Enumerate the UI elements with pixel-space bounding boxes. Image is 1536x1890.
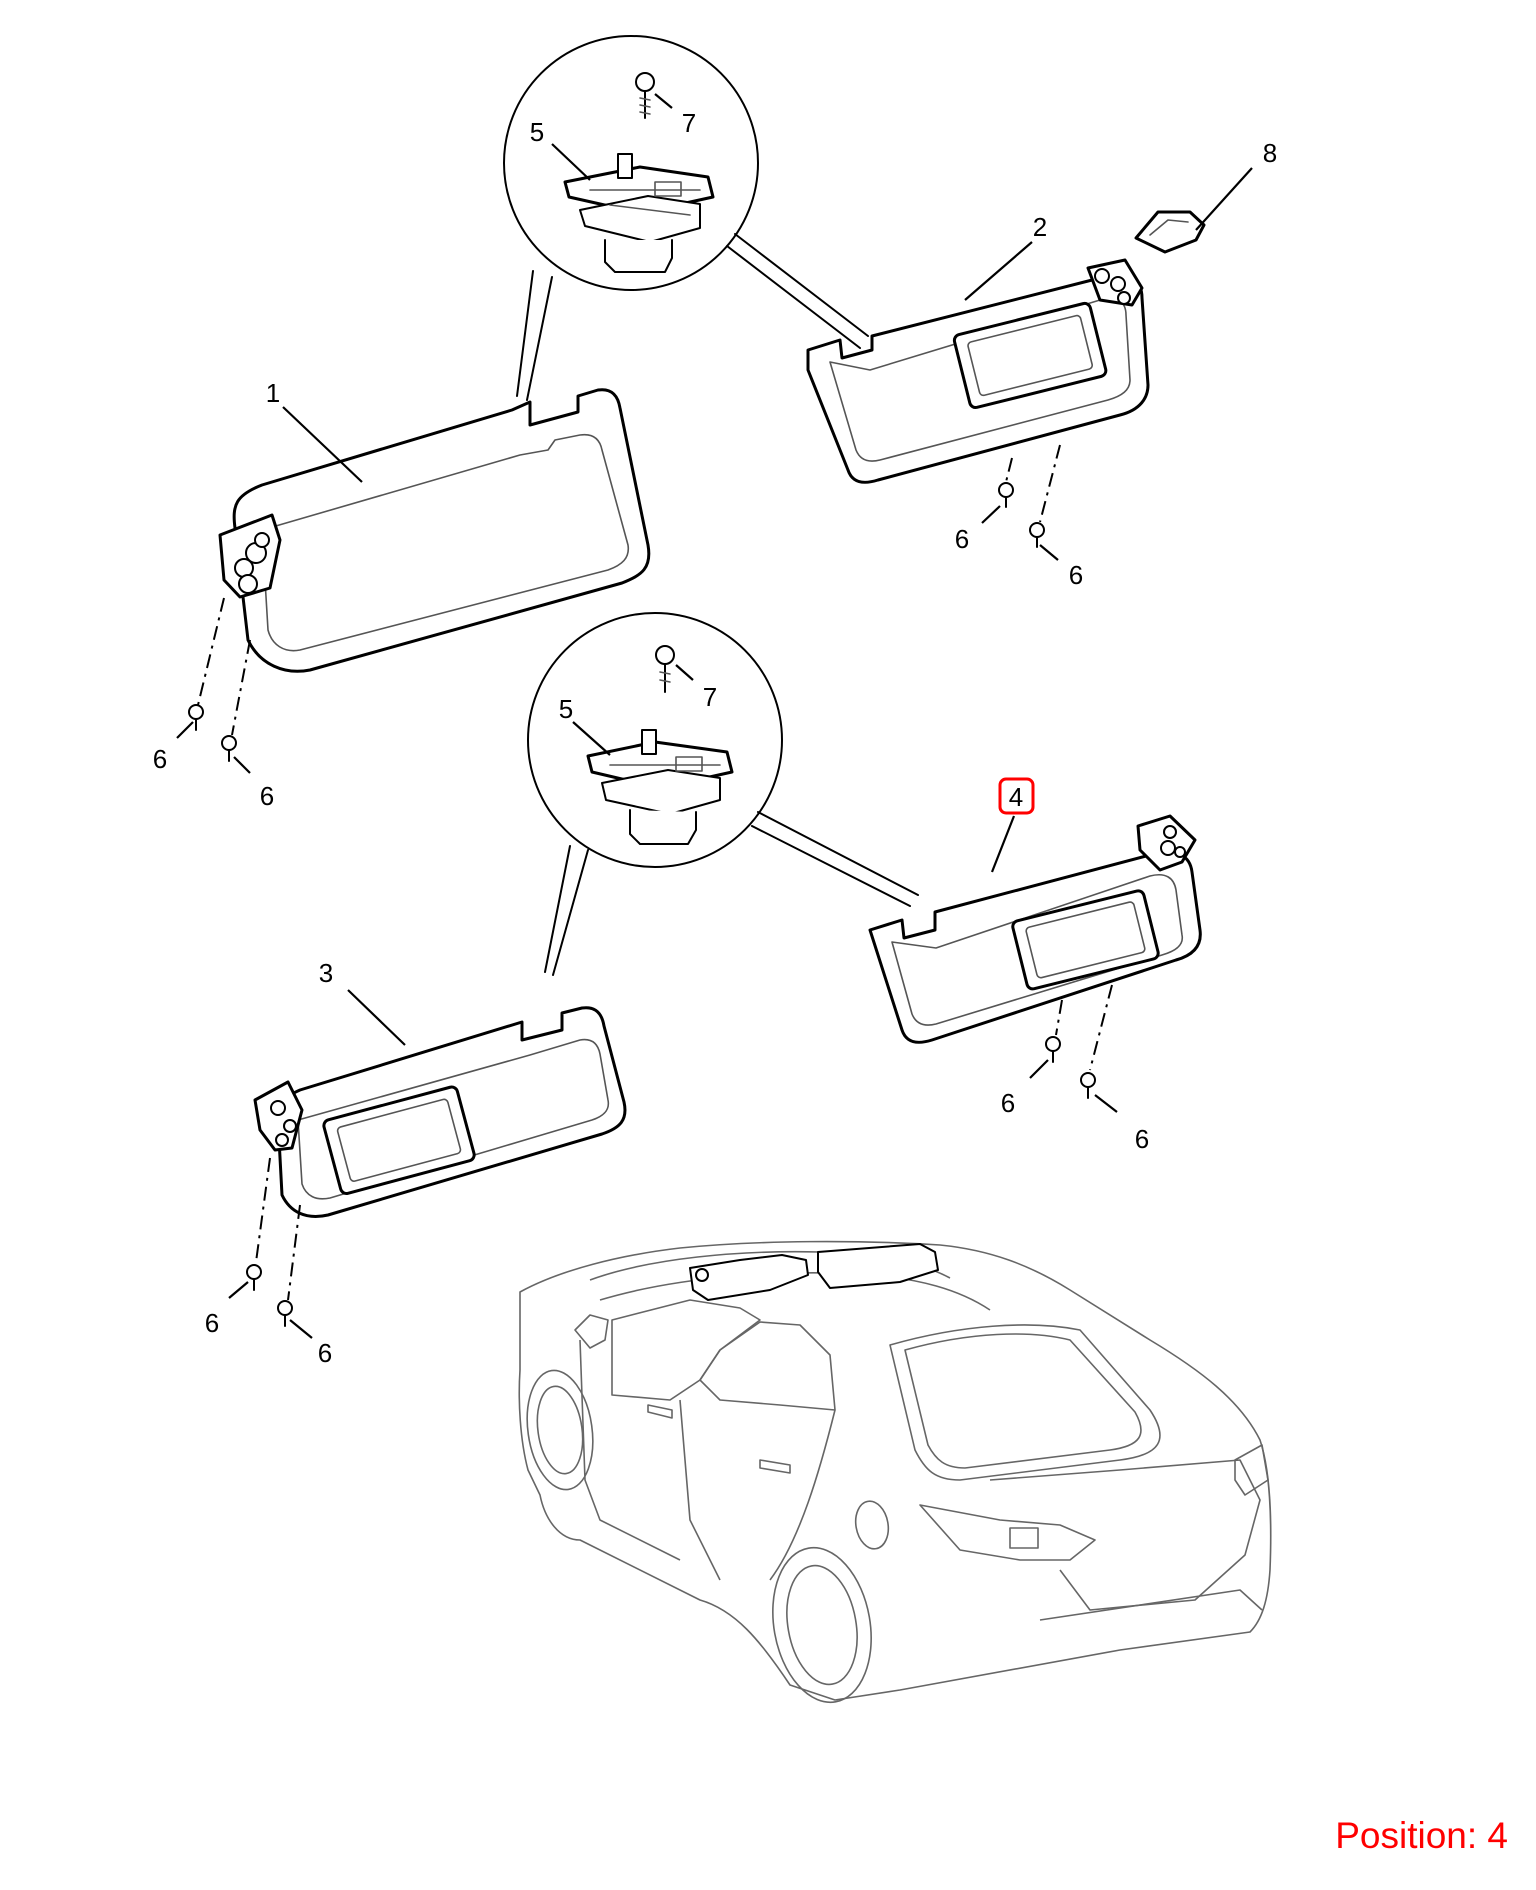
screw-top bbox=[635, 72, 655, 119]
screws-visor-2 bbox=[998, 482, 1045, 548]
callout-6-b: 6 bbox=[260, 781, 274, 811]
callout-2: 2 bbox=[1033, 212, 1047, 242]
position-indicator: Position: 4 bbox=[1335, 1815, 1508, 1856]
callout-leader-lines bbox=[176, 93, 1253, 1339]
screw-middle bbox=[655, 645, 675, 693]
callout-1: 1 bbox=[266, 378, 280, 408]
car-illustration bbox=[518, 1240, 1272, 1704]
visor-bracket-top bbox=[563, 153, 715, 273]
dash-lines-visor-1 bbox=[197, 597, 251, 736]
visor-bracket-middle bbox=[586, 729, 734, 845]
screws-visor-4 bbox=[1045, 1036, 1096, 1099]
dash-lines-visor-2 bbox=[1005, 444, 1061, 523]
callout-6-f: 6 bbox=[1135, 1124, 1149, 1154]
visor-clip-8 bbox=[1134, 210, 1206, 254]
callout-5-middle: 5 bbox=[559, 694, 573, 724]
sun-visor-2 bbox=[806, 258, 1150, 484]
sun-visor-3 bbox=[253, 1006, 627, 1218]
screws-visor-1 bbox=[188, 704, 237, 762]
sun-visor-4 bbox=[868, 814, 1202, 1044]
callout-labels: 1 2 3 4 5 5 7 7 8 6 6 6 6 6 6 6 6 bbox=[153, 108, 1277, 1368]
callout-4: 4 bbox=[1009, 782, 1023, 812]
callout-6-c: 6 bbox=[955, 524, 969, 554]
screws-visor-3 bbox=[246, 1264, 293, 1327]
callout-3: 3 bbox=[319, 958, 333, 988]
car-visors-highlight bbox=[689, 1243, 939, 1301]
callout-8: 8 bbox=[1263, 138, 1277, 168]
callout-6-a: 6 bbox=[153, 744, 167, 774]
detail-circle-middle bbox=[527, 612, 919, 976]
callout-6-e: 6 bbox=[1001, 1088, 1015, 1118]
callout-6-h: 6 bbox=[318, 1338, 332, 1368]
callout-7-top: 7 bbox=[682, 108, 696, 138]
dash-lines-visor-3 bbox=[255, 1157, 301, 1301]
callout-7-middle: 7 bbox=[703, 682, 717, 712]
callout-5-top: 5 bbox=[530, 117, 544, 147]
callout-6-d: 6 bbox=[1069, 560, 1083, 590]
callout-6-g: 6 bbox=[205, 1308, 219, 1338]
callout-4-highlight-box bbox=[998, 777, 1035, 815]
sun-visor-1 bbox=[218, 388, 651, 673]
dash-lines-visor-4 bbox=[1055, 984, 1113, 1071]
